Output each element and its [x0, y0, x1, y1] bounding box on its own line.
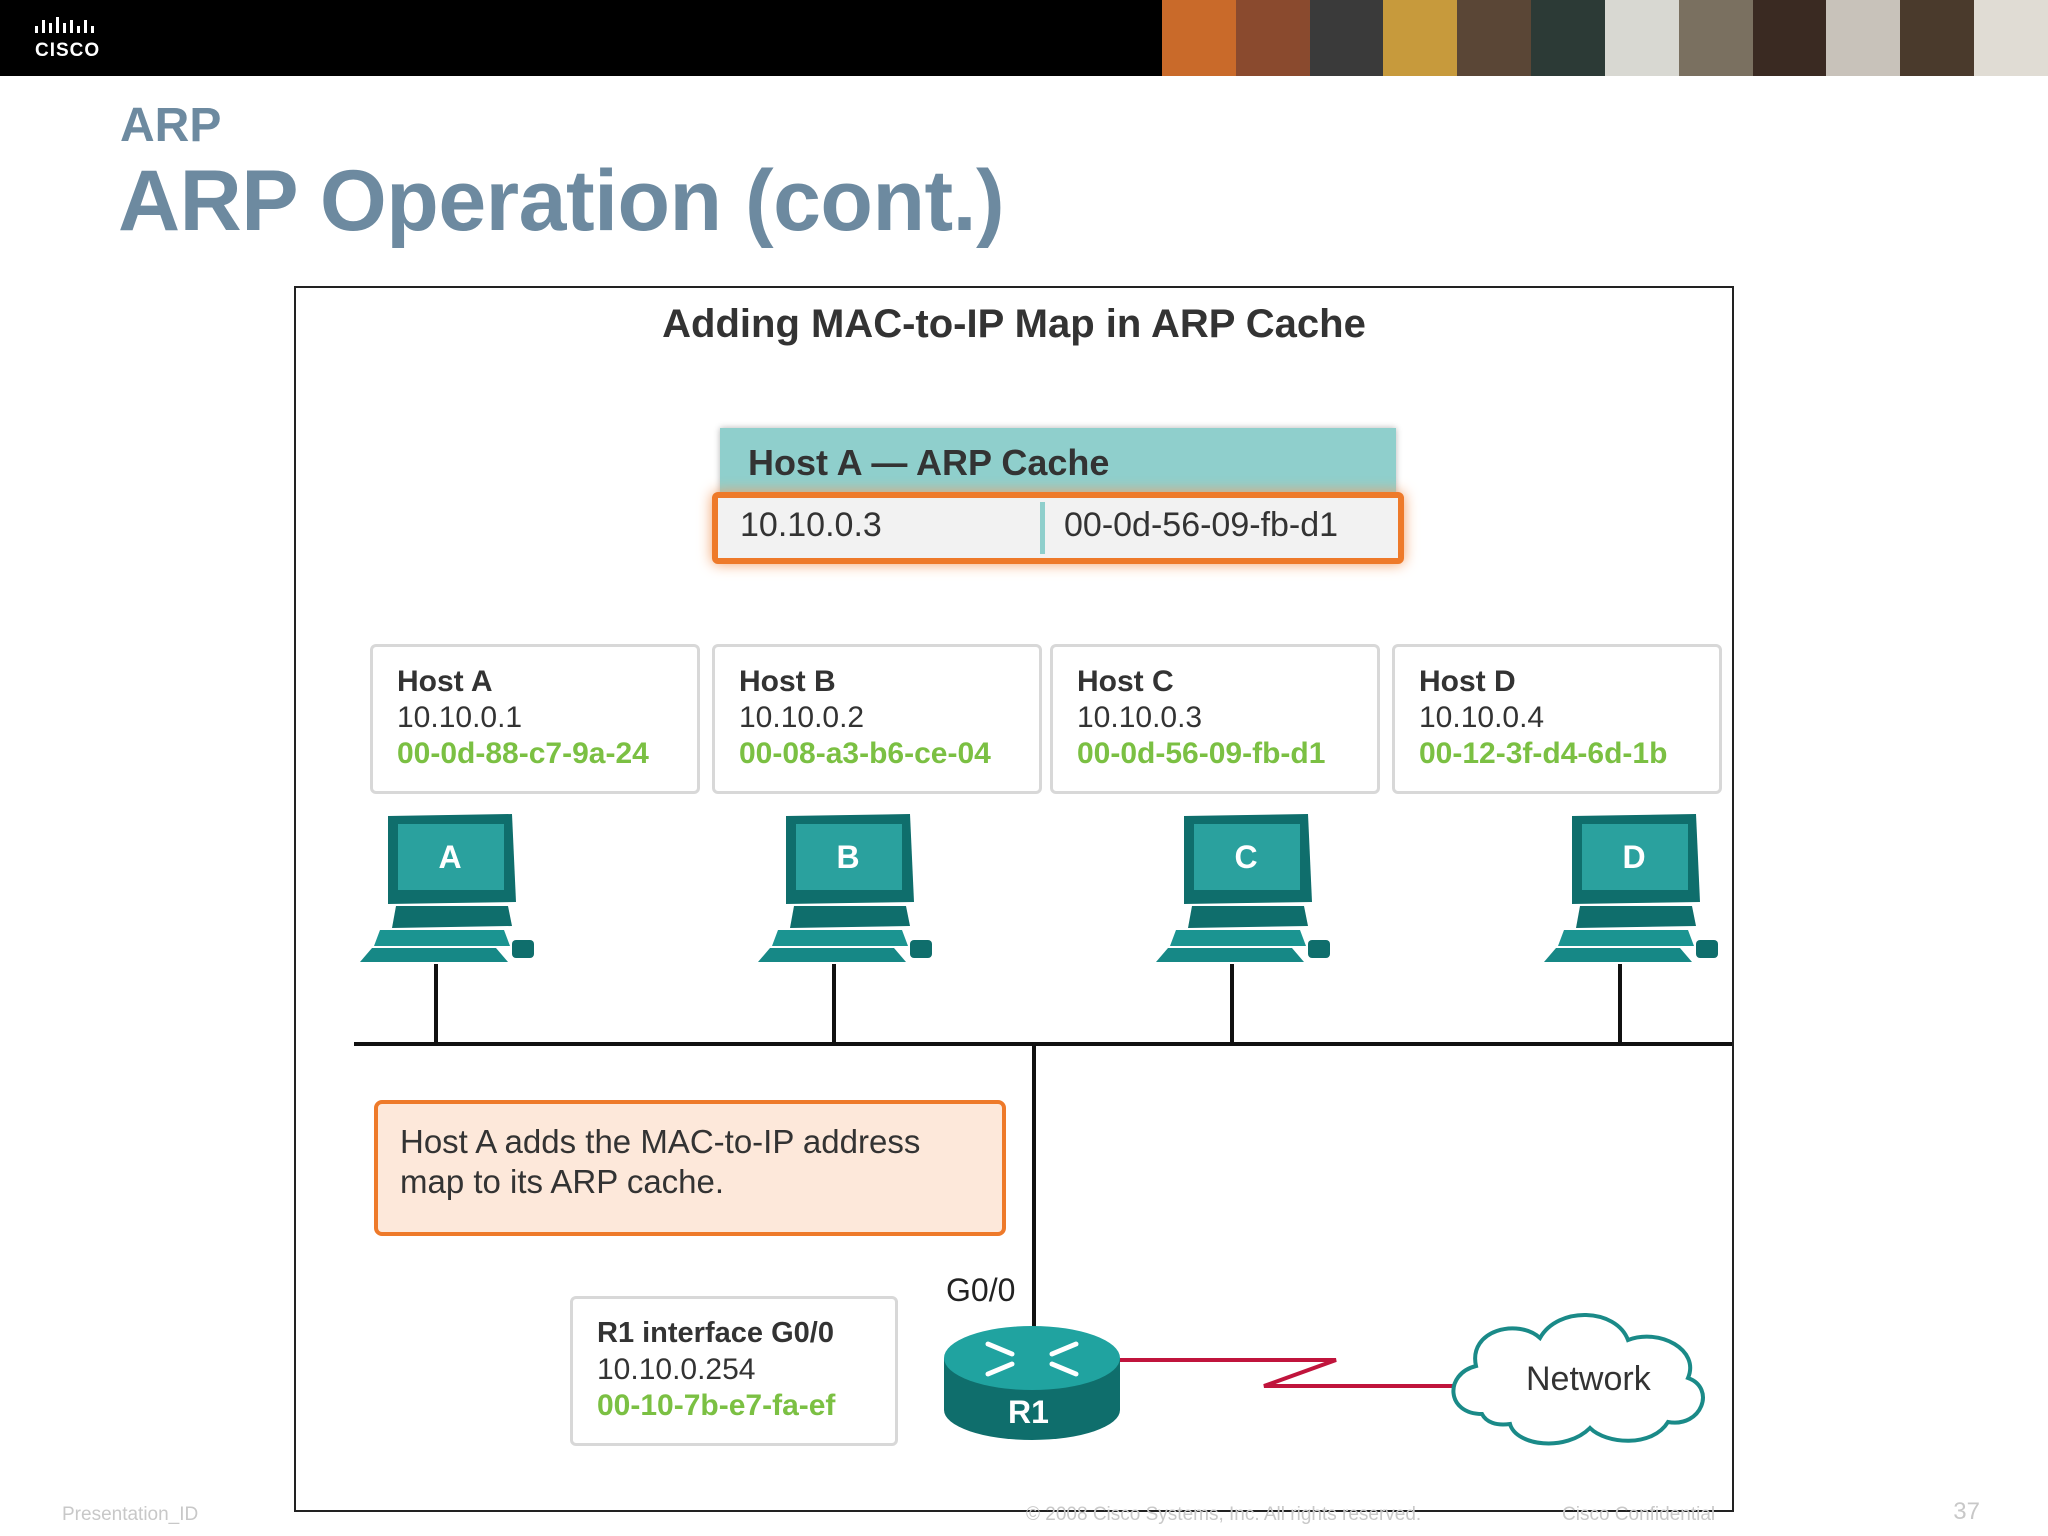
footer-presentation-id: Presentation_ID [62, 1504, 199, 1525]
host-card-c: Host C 10.10.0.3 00-0d-56-09-fb-d1 [1050, 644, 1380, 794]
header-photo-strip [1162, 0, 2048, 76]
header-photo-tile [1604, 0, 1679, 76]
host-card-a: Host A 10.10.0.1 00-0d-88-c7-9a-24 [370, 644, 700, 794]
arp-cache-table: Host A — ARP Cache 10.10.0.3 00-0d-56-09… [712, 428, 1404, 580]
header-photo-tile [1383, 0, 1458, 76]
host-ip: 10.10.0.3 [1077, 701, 1203, 734]
footer-confidential: Cisco Confidential [1562, 1504, 1716, 1525]
host-ip: 10.10.0.1 [397, 701, 523, 734]
arp-cache-column-divider [1040, 502, 1045, 554]
note-callout: Host A adds the MAC-to-IP address map to… [374, 1100, 1006, 1236]
computer-letter: A [438, 839, 461, 875]
section-title: ARP [120, 99, 222, 152]
network-label: Network [1526, 1360, 1651, 1398]
header-bar: CISCO [0, 0, 2048, 76]
router-mac: 00-10-7b-e7-fa-ef [597, 1389, 836, 1422]
slide-title: ARP Operation (cont.) [118, 153, 1005, 249]
host-card-b: Host B 10.10.0.2 00-08-a3-b6-ce-04 [712, 644, 1042, 794]
router-card-title: R1 interface G0/0 [597, 1317, 834, 1349]
arp-cache-entry-mac: 00-0d-56-09-fb-d1 [1064, 506, 1339, 544]
computer-icon: A [360, 814, 542, 962]
page-number: 37 [1953, 1498, 1980, 1525]
router-label: R1 [1008, 1394, 1049, 1430]
arp-cache-title: Host A — ARP Cache [748, 442, 1110, 483]
arp-cache-entry-ip: 10.10.0.3 [740, 506, 882, 544]
host-mac: 00-0d-56-09-fb-d1 [1077, 737, 1326, 770]
arp-diagram: A B C D Adding MAC-to-IP Map in ARP Cache H… [294, 286, 1734, 1512]
header-photo-tile [1531, 0, 1605, 76]
host-name: Host D [1419, 665, 1516, 698]
header-photo-tile [1974, 0, 2048, 76]
serial-link-line [1120, 1358, 1472, 1388]
note-text: Host A adds the MAC-to-IP address map to… [400, 1123, 921, 1200]
header-photo-tile [1826, 0, 1901, 76]
router-ip: 10.10.0.254 [597, 1353, 756, 1386]
header-photo-tile [1309, 0, 1384, 76]
computer-icon: C [1156, 814, 1338, 962]
header-photo-tile [1235, 0, 1310, 76]
computer-icon: B [758, 814, 940, 962]
diagram-drawing: A B C D [354, 814, 1732, 1446]
host-ip: 10.10.0.4 [1419, 701, 1545, 734]
header-photo-tile [1457, 0, 1532, 76]
arp-cache-entry-highlighted: 10.10.0.3 00-0d-56-09-fb-d1 [712, 492, 1404, 564]
header-photo-tile [1900, 0, 1975, 76]
router-icon [944, 1326, 1120, 1440]
computer-letter: C [1234, 839, 1257, 875]
computer-letter: D [1622, 839, 1645, 875]
router-port-label: G0/0 [946, 1272, 1016, 1308]
arp-cache-header: Host A — ARP Cache [720, 428, 1396, 498]
host-name: Host C [1077, 665, 1174, 698]
host-card-d: Host D 10.10.0.4 00-12-3f-d4-6d-1b [1392, 644, 1722, 794]
host-mac: 00-08-a3-b6-ce-04 [739, 737, 991, 770]
figure-title: Adding MAC-to-IP Map in ARP Cache [662, 302, 1366, 346]
brand-wordmark: CISCO [35, 40, 101, 61]
cisco-logo-icon [35, 17, 94, 33]
router-interface-card: R1 interface G0/0 10.10.0.254 00-10-7b-e… [570, 1296, 898, 1446]
host-name: Host B [739, 665, 836, 698]
computer-icon: D [1544, 814, 1726, 962]
header-photo-tile [1162, 0, 1236, 76]
computer-letter: B [836, 839, 859, 875]
header-photo-tile [1752, 0, 1827, 76]
header-photo-tile [1678, 0, 1753, 76]
host-mac: 00-12-3f-d4-6d-1b [1419, 737, 1668, 770]
host-mac: 00-0d-88-c7-9a-24 [397, 737, 649, 770]
network-cloud-icon [1451, 1313, 1705, 1446]
host-name: Host A [397, 665, 493, 698]
footer-copyright: © 2008 Cisco Systems, Inc. All rights re… [1026, 1504, 1422, 1525]
host-ip: 10.10.0.2 [739, 701, 865, 734]
